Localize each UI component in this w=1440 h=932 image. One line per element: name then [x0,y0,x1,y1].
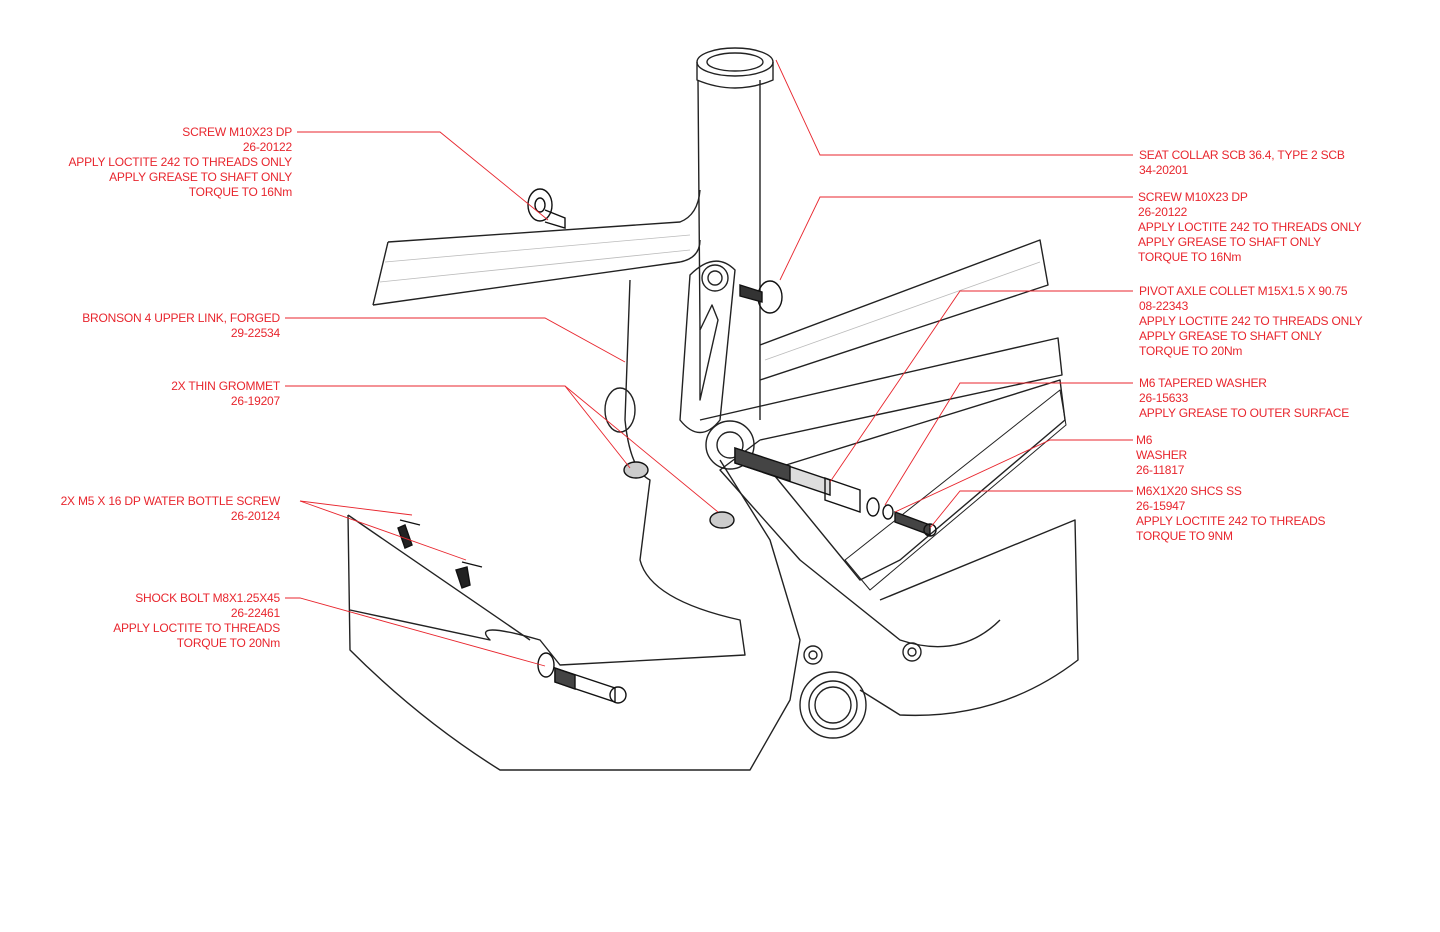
callout-line: PIVOT AXLE COLLET M15X1.5 X 90.75 [1139,284,1348,298]
seat-tube [697,79,761,420]
top-tube [372,189,701,306]
callout-line: TORQUE TO 16Nm [188,185,292,199]
leader-upper-link [285,317,626,363]
callout-line: 26-15947 [1136,499,1186,513]
callout-line: SCREW M10X23 DP [1138,190,1248,204]
callout-line: APPLY LOCTITE TO THREADS [113,621,280,635]
callout-line: TORQUE TO 20Nm [176,636,280,650]
callout-line: 26-20122 [1138,205,1188,219]
main-pivot [705,420,755,470]
chainstay-guard [844,389,1067,591]
seat-collar [696,47,774,77]
leader-m6-washer [894,439,1133,513]
callout-line: 26-22461 [230,606,280,620]
leader-seat-collar [775,59,1133,156]
leader-lines [285,59,1133,667]
seat-stay [759,239,1049,381]
callout-m6-washer: M6 WASHER 26-11817 [1136,433,1187,478]
leader-grommet [285,385,631,469]
callout-line: 26-11817 [1136,463,1185,477]
leader-shock-bolt [285,597,546,667]
callout-line: APPLY GREASE TO SHAFT ONLY [1138,235,1321,249]
callout-line: SEAT COLLAR SCB 36.4, TYPE 2 SCB [1139,148,1345,162]
callout-line: 2X THIN GROMMET [171,379,280,393]
chain-stay [699,337,1063,441]
callout-line: APPLY LOCTITE 242 TO THREADS ONLY [1139,314,1363,328]
callout-line: 26-19207 [230,394,280,408]
callout-line: 08-22343 [1139,299,1189,313]
callout-line: 26-20122 [242,140,292,154]
callout-line: 2X M5 X 16 DP WATER BOTTLE SCREW [60,494,281,508]
callout-seat-collar: SEAT COLLAR SCB 36.4, TYPE 2 SCB 34-2020… [1139,148,1345,178]
leader-screw-top-left [297,131,549,221]
callout-line: 26-20124 [230,509,280,523]
callout-line: WASHER [1136,448,1188,462]
hardware [397,188,937,704]
callout-water-bottle-screw: 2X M5 X 16 DP WATER BOTTLE SCREW 26-2012… [60,494,281,524]
leader-pivot-axle [829,290,1133,483]
callout-line: 34-20201 [1139,163,1189,177]
callout-upper-link: BRONSON 4 UPPER LINK, FORGED 29-22534 [82,311,280,341]
callout-line: APPLY GREASE TO SHAFT ONLY [1139,329,1322,343]
callout-line: APPLY LOCTITE 242 TO THREADS ONLY [68,155,293,169]
callout-pivot-axle: PIVOT AXLE COLLET M15X1.5 X 90.75 08-223… [1139,284,1363,359]
leader-shcs [929,490,1133,529]
callout-line: M6 [1136,433,1153,447]
callout-tapered-washer: M6 TAPERED WASHER 26-15633 APPLY GREASE … [1139,376,1349,421]
leader-water-bottle [299,500,413,516]
callout-line: M6X1X20 SHCS SS [1136,484,1242,498]
callout-shcs: M6X1X20 SHCS SS 26-15947 APPLY LOCTITE 2… [1136,484,1326,544]
callout-line: BRONSON 4 UPPER LINK, FORGED [82,311,280,325]
callout-screw-top-left: SCREW M10X23 DP 26-20122 APPLY LOCTITE 2… [69,125,293,200]
bottom-bracket [799,671,867,739]
callout-screw-right: SCREW M10X23 DP 26-20122 APPLY LOCTITE 2… [1138,190,1362,265]
callout-shock-bolt: SHOCK BOLT M8X1.25X45 26-22461 APPLY LOC… [113,591,280,651]
callout-line: APPLY LOCTITE 242 TO THREADS [1136,514,1326,528]
callout-line: APPLY LOCTITE 242 TO THREADS ONLY [1138,220,1362,234]
callout-line: TORQUE TO 20Nm [1139,344,1243,358]
leader-screw-right [779,196,1133,281]
callout-line: TORQUE TO 9NM [1136,529,1233,543]
callout-grommet: 2X THIN GROMMET 26-19207 [171,379,280,409]
callout-line: APPLY GREASE TO OUTER SURFACE [1139,406,1350,420]
callout-line: TORQUE TO 16Nm [1138,250,1242,264]
callout-line: SHOCK BOLT M8X1.25X45 [135,591,280,605]
callout-line: 29-22534 [230,326,280,340]
upper-link [679,260,736,434]
callout-line: APPLY GREASE TO SHAFT ONLY [109,170,292,184]
callout-line: 26-15633 [1139,391,1189,405]
leader-tapered-washer [884,382,1133,506]
frame-linework [347,47,1079,771]
callout-line: M6 TAPERED WASHER [1139,376,1267,390]
callout-line: SCREW M10X23 DP [182,125,292,139]
